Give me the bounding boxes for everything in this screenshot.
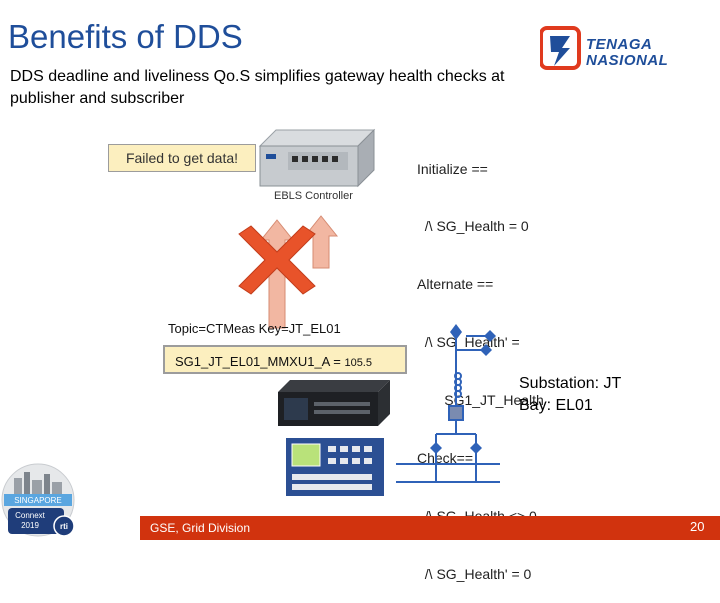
footer-division: GSE, Grid Division xyxy=(150,521,251,535)
signal-name: SG1_JT_EL01_MMXU1_A = xyxy=(175,354,345,369)
controller-label: EBLS Controller xyxy=(274,190,353,202)
substation-name: Substation: JT xyxy=(519,375,622,392)
logo-text: TENAGA NASIONAL xyxy=(586,37,668,69)
logic-line: Alternate == xyxy=(417,276,494,293)
badge-year: 2019 xyxy=(21,521,39,530)
bay-name: Bay: EL01 xyxy=(519,397,593,414)
logic-line: /\ SG_Health = 0 xyxy=(417,218,529,235)
substation-label: Substation: JT Bay: EL01 xyxy=(519,373,621,417)
slide-title: Benefits of DDS xyxy=(8,18,243,55)
badge-event: Connext xyxy=(15,511,46,520)
logo-line2: NASIONAL xyxy=(586,52,669,69)
rack-server-device xyxy=(278,380,390,426)
signal-value: 105.5 xyxy=(344,357,372,369)
logic-line: /\ SG_Health' = 0 xyxy=(417,565,532,582)
badge-city: SINGAPORE xyxy=(14,496,62,505)
health-check-logic: Initialize == /\ SG_Health = 0 Alternate… xyxy=(417,121,544,603)
footer-bar xyxy=(140,516,720,540)
badge-brand: rti xyxy=(60,522,68,531)
substation-diagram xyxy=(396,324,500,483)
failed-data-box: Failed to get data! xyxy=(108,144,256,172)
protection-relay-device xyxy=(286,438,384,496)
slide-subtitle: DDS deadline and liveliness Qo.S simplif… xyxy=(10,68,505,107)
topic-label: Topic=CTMeas Key=JT_EL01 xyxy=(168,321,341,336)
page-number: 20 xyxy=(690,519,705,534)
gateway-devices xyxy=(278,380,390,496)
logo-line1: TENAGA xyxy=(586,36,653,53)
communication-arrows xyxy=(238,215,339,329)
tenaga-logo xyxy=(540,26,581,70)
failure-cross-icon xyxy=(238,225,316,295)
logic-line: Initialize == xyxy=(417,160,488,177)
ebls-controller-device xyxy=(258,128,376,188)
logic-line: SG1_JT_Health xyxy=(417,392,544,409)
logic-line: Check== xyxy=(417,450,474,467)
signal-value-box: SG1_JT_EL01_MMXU1_A = 105.5 xyxy=(163,345,407,374)
connext-badge: SINGAPORE Connext 2019 rti xyxy=(1,463,75,537)
